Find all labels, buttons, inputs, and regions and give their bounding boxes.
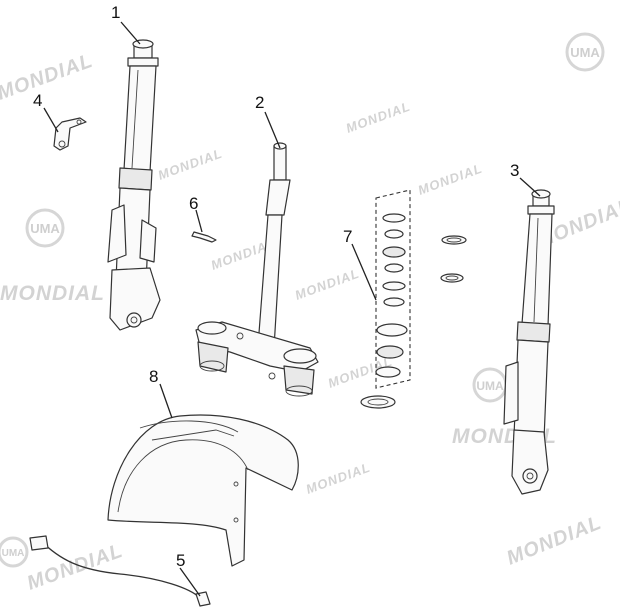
leader-line-2 <box>264 111 281 149</box>
callout-4: 4 <box>33 91 42 110</box>
leader-line-3 <box>519 177 541 197</box>
leader-line-5 <box>179 567 201 597</box>
svg-text:UMA: UMA <box>2 548 25 559</box>
part-bearing-set <box>360 189 467 409</box>
svg-text:UMA: UMA <box>476 379 504 393</box>
callout-5: 5 <box>176 551 185 570</box>
callout-labels: 1 2 3 4 5 6 7 8 <box>33 3 519 570</box>
watermark-text: MONDIAL <box>293 266 362 303</box>
part-sensor-cable <box>29 535 211 607</box>
watermark-logo: UMA <box>25 208 65 248</box>
callout-8: 8 <box>149 367 158 386</box>
part-steering-stem <box>195 142 319 397</box>
watermark-text: MONDIAL <box>344 99 413 136</box>
callout-1: 1 <box>111 3 120 22</box>
leader-line-1 <box>120 21 141 45</box>
callout-7: 7 <box>343 227 352 246</box>
part-bracket <box>53 117 87 151</box>
leader-line-6 <box>195 209 203 233</box>
watermark-text: MONDIAL <box>0 50 96 105</box>
part-right-fork-leg <box>503 189 555 495</box>
watermark-text: MONDIAL <box>0 282 105 305</box>
watermark-logo: UMA <box>472 367 508 403</box>
svg-text:UMA: UMA <box>30 221 60 236</box>
watermark-text: MONDIAL <box>504 512 605 570</box>
watermark-text: MONDIAL <box>304 460 373 497</box>
watermark-logo: UMA <box>0 536 29 568</box>
part-front-fender <box>107 414 299 567</box>
callout-3: 3 <box>510 161 519 180</box>
leader-line-7 <box>351 243 377 301</box>
watermark-text: MONDIAL <box>416 161 485 198</box>
leader-line-4 <box>43 107 59 133</box>
callout-6: 6 <box>189 194 198 213</box>
svg-text:UMA: UMA <box>570 45 600 60</box>
callout-2: 2 <box>255 93 264 112</box>
watermark-text: MONDIAL <box>156 146 225 183</box>
part-left-fork-leg <box>107 39 161 331</box>
leader-line-8 <box>159 383 173 419</box>
leader-lines <box>43 21 541 597</box>
watermark-logo: UMA <box>565 32 605 72</box>
part-clip <box>191 231 217 243</box>
